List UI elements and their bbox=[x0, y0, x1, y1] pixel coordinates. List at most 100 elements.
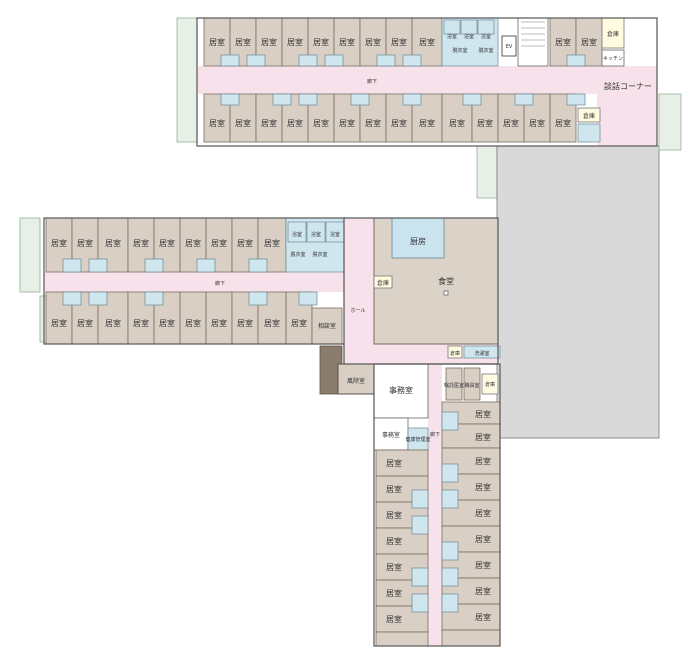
room-label: 居室 bbox=[235, 37, 251, 47]
room-label: 居室 bbox=[449, 118, 465, 128]
room-label: 居室 bbox=[264, 318, 280, 328]
toilet-unit bbox=[566, 93, 586, 106]
storage-label: 倉庫 bbox=[583, 112, 595, 120]
room-label: 居室 bbox=[391, 37, 407, 47]
resident-room bbox=[375, 631, 429, 647]
room-label: 居室 bbox=[261, 37, 277, 47]
room-label: 居室 bbox=[159, 318, 175, 328]
office-label: 事務室 bbox=[389, 385, 413, 395]
room-label: 居室 bbox=[339, 118, 355, 128]
room-label: 居室 bbox=[105, 318, 121, 328]
bath-room bbox=[477, 19, 495, 35]
doctor-room-label: 嘱託医室 bbox=[444, 382, 464, 389]
elevator-north bbox=[501, 35, 517, 57]
storage-label: 倉庫 bbox=[485, 381, 495, 388]
room-label: 居室 bbox=[339, 37, 355, 47]
south-corridor bbox=[428, 364, 442, 646]
room-label: 居室 bbox=[313, 118, 329, 128]
west-corridor bbox=[44, 272, 344, 292]
storage-label: 倉庫 bbox=[450, 350, 460, 357]
room-label: 居室 bbox=[264, 238, 280, 248]
roof-terrace bbox=[496, 145, 660, 439]
room-label: 居室 bbox=[185, 238, 201, 248]
south-corridor-label: 廊下 bbox=[430, 431, 440, 438]
room-label: 居室 bbox=[105, 238, 121, 248]
bath-label: 浴室 bbox=[311, 231, 321, 238]
room-label: 居室 bbox=[529, 118, 545, 128]
toilet-unit bbox=[248, 258, 268, 273]
lounge-label: 談話コーナー bbox=[604, 81, 652, 91]
room-label: 居室 bbox=[503, 118, 519, 128]
toilet-unit bbox=[298, 93, 318, 106]
toilet-unit bbox=[441, 489, 459, 509]
room-label: 居室 bbox=[235, 118, 251, 128]
west-balcony bbox=[19, 217, 41, 293]
room-label: 居室 bbox=[211, 238, 227, 248]
room-label: 居室 bbox=[51, 318, 67, 328]
kitchenette-label: キッチン bbox=[603, 56, 623, 62]
lounge-toilets bbox=[577, 123, 601, 143]
room-label: 居室 bbox=[581, 37, 597, 47]
room-label: 居室 bbox=[386, 536, 402, 546]
toilet-unit bbox=[246, 54, 266, 67]
toilet-unit bbox=[272, 93, 292, 106]
room-label: 居室 bbox=[419, 37, 435, 47]
changing-label: 脱衣室 bbox=[452, 47, 467, 54]
changing-label: 脱衣室 bbox=[312, 251, 327, 258]
toilet-unit bbox=[411, 489, 429, 509]
toilet-unit bbox=[248, 291, 268, 306]
toilet-unit bbox=[411, 567, 429, 587]
room-label: 居室 bbox=[287, 37, 303, 47]
room-label: 居室 bbox=[133, 238, 149, 248]
office-label: 事務室 bbox=[382, 431, 400, 439]
room-label: 居室 bbox=[555, 37, 571, 47]
room-label: 居室 bbox=[133, 318, 149, 328]
room-label: 居室 bbox=[159, 238, 175, 248]
planting-strip bbox=[476, 145, 498, 199]
north-wing-bottom-rooms: 居室 居室 居室 居室 居室 居室 居室 居室 居室 居室 居室 居室 居室 居… bbox=[203, 93, 601, 143]
north-corridor bbox=[197, 66, 655, 94]
office-main bbox=[373, 363, 429, 419]
toilet-unit bbox=[462, 93, 482, 106]
toilet-unit bbox=[62, 258, 82, 273]
north-stairwell bbox=[517, 17, 549, 67]
toilet-unit bbox=[566, 54, 586, 67]
north-wing-outline bbox=[196, 17, 658, 147]
toilet-unit bbox=[441, 567, 459, 587]
room-label: 居室 bbox=[386, 510, 402, 520]
room-label: 居室 bbox=[185, 318, 201, 328]
room-label: 居室 bbox=[313, 37, 329, 47]
consultation-label: 相談室 bbox=[318, 322, 336, 330]
resident-room bbox=[179, 291, 207, 345]
bath-label: 浴室 bbox=[330, 231, 340, 238]
bath-room bbox=[443, 19, 461, 35]
toilet-unit bbox=[88, 258, 108, 273]
storage-label: 倉庫 bbox=[607, 30, 619, 38]
room-label: 居室 bbox=[391, 118, 407, 128]
north-balcony bbox=[176, 17, 198, 143]
toilet-unit bbox=[350, 93, 370, 106]
room-label: 居室 bbox=[555, 118, 571, 128]
kitchen-label: 厨房 bbox=[410, 236, 426, 246]
room-label: 居室 bbox=[475, 482, 491, 492]
south-wing-east-rooms: 居室 居室 居室 居室 居室 居室 居室 居室 居室 bbox=[441, 401, 501, 647]
bath-label: 浴室 bbox=[464, 33, 474, 40]
lounge-area bbox=[597, 66, 657, 146]
toilet-unit bbox=[196, 258, 216, 273]
storage-lounge bbox=[577, 107, 601, 123]
toilet-unit bbox=[376, 54, 396, 67]
toilet-unit bbox=[220, 93, 240, 106]
toilet-unit bbox=[411, 515, 429, 535]
toilet-unit bbox=[144, 291, 164, 306]
resident-room bbox=[441, 629, 501, 647]
kitchenette bbox=[601, 49, 625, 67]
waiting-label: 風除室 bbox=[347, 377, 365, 385]
toilet-unit bbox=[324, 54, 344, 67]
room-label: 居室 bbox=[209, 37, 225, 47]
north-corridor-label: 廊下 bbox=[367, 78, 377, 85]
toilet-unit bbox=[402, 93, 422, 106]
kitchen bbox=[391, 217, 445, 259]
resident-room bbox=[375, 449, 429, 477]
room-label: 居室 bbox=[237, 318, 253, 328]
